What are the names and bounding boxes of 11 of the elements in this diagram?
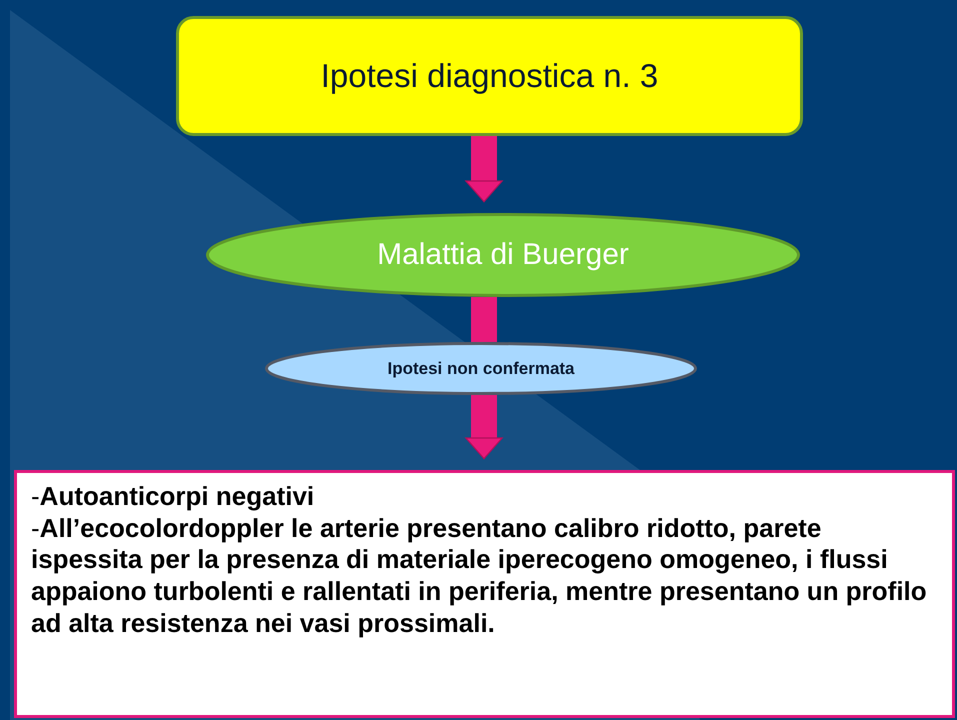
finding-text: -All’ecocolordoppler le arterie presentano calibro ridotto, parete ispessita per la presenza di materiale iperecogeno omogeneo, i flussi appaiono turbolenti e rallentati in periferia, mentre presentano un profilo ad alta resistenza nei vasi prossimali. [31, 512, 928, 640]
result-ellipse [265, 342, 697, 395]
node-label: Malattia di Buerger [377, 238, 629, 272]
arrow [465, 395, 503, 460]
arrow [465, 136, 503, 202]
findings-box [14, 470, 955, 718]
node-label: Ipotesi diagnostica n. 3 [320, 57, 658, 95]
diagnosis-ellipse [206, 213, 800, 297]
node-label: Ipotesi non confermata [387, 358, 575, 378]
finding-text: -Autoanticorpi negativi [31, 481, 316, 513]
title-box [176, 16, 803, 136]
